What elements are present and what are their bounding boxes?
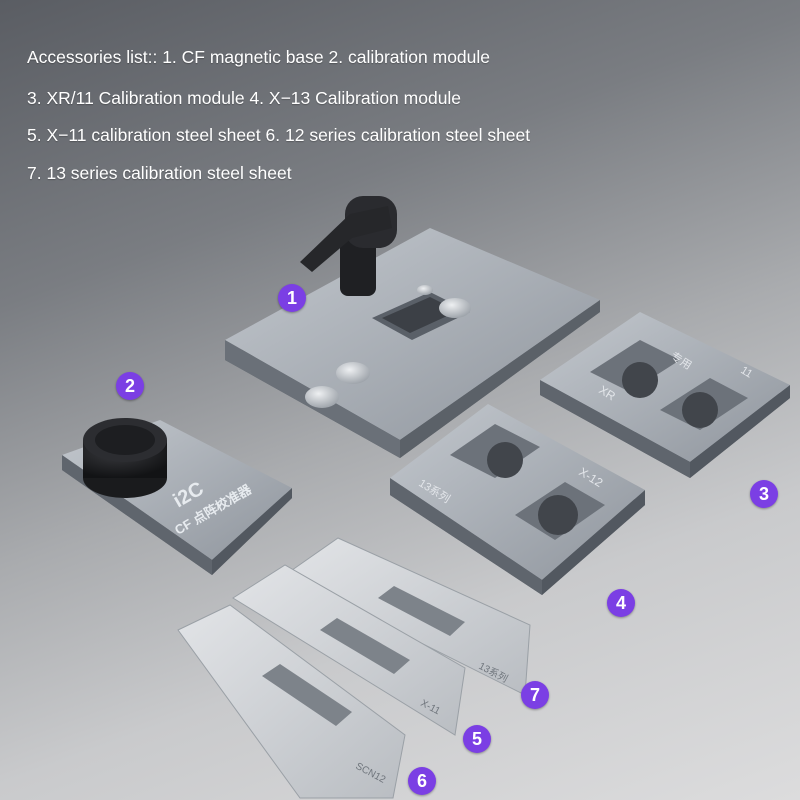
accessories-title: Accessories list::: [27, 47, 158, 67]
calibration-module: i2C CF 点阵校准器: [62, 418, 292, 575]
magnet-disc: [336, 362, 370, 384]
steel-sheet-12-series: SCN12: [177, 604, 406, 799]
accessory-item-6: 6. 12 series calibration steel sheet: [265, 125, 531, 145]
accessory-item-4: 4. X−13 Calibration module: [249, 88, 462, 108]
accessories-line-4: 7. 13 series calibration steel sheet: [27, 163, 292, 184]
accessory-item-7: 7. 13 series calibration steel sheet: [27, 163, 292, 183]
steel-sheet-x11: X-11: [232, 564, 466, 736]
badge-6: 6: [408, 767, 436, 795]
magnetic-base: [225, 196, 600, 458]
accessories-line-3: 5. X−11 calibration steel sheet 6. 12 se…: [27, 125, 530, 146]
x13-calibration-module: 13系列 X-12: [390, 404, 645, 595]
accessory-item-2: 2. calibration module: [328, 47, 491, 67]
magnet-disc: [439, 298, 471, 318]
badge-1: 1: [278, 284, 306, 312]
badge-7: 7: [521, 681, 549, 709]
clamp-lever: [300, 206, 392, 272]
accessories-line-2: 3. XR/11 Calibration module 4. X−13 Cali…: [27, 88, 461, 109]
accessory-item-3: 3. XR/11 Calibration module: [27, 88, 245, 108]
xr11-calibration-module: XR 专用 11: [540, 312, 790, 478]
clamp-post: [340, 240, 376, 296]
badge-5: 5: [463, 725, 491, 753]
magnet-disc: [305, 386, 339, 408]
steel-sheet-13-series: 13系列: [284, 537, 531, 696]
badge-2: 2: [116, 372, 144, 400]
badge-3: 3: [750, 480, 778, 508]
accessories-line-1: Accessories list:: 1. CF magnetic base 2…: [27, 47, 490, 68]
module-label-11: 11: [738, 364, 754, 380]
accessory-item-5: 5. X−11 calibration steel sheet: [27, 125, 261, 145]
badge-4: 4: [607, 589, 635, 617]
accessory-item-1: 1. CF magnetic base: [162, 47, 324, 67]
magnet-disc: [417, 285, 433, 295]
